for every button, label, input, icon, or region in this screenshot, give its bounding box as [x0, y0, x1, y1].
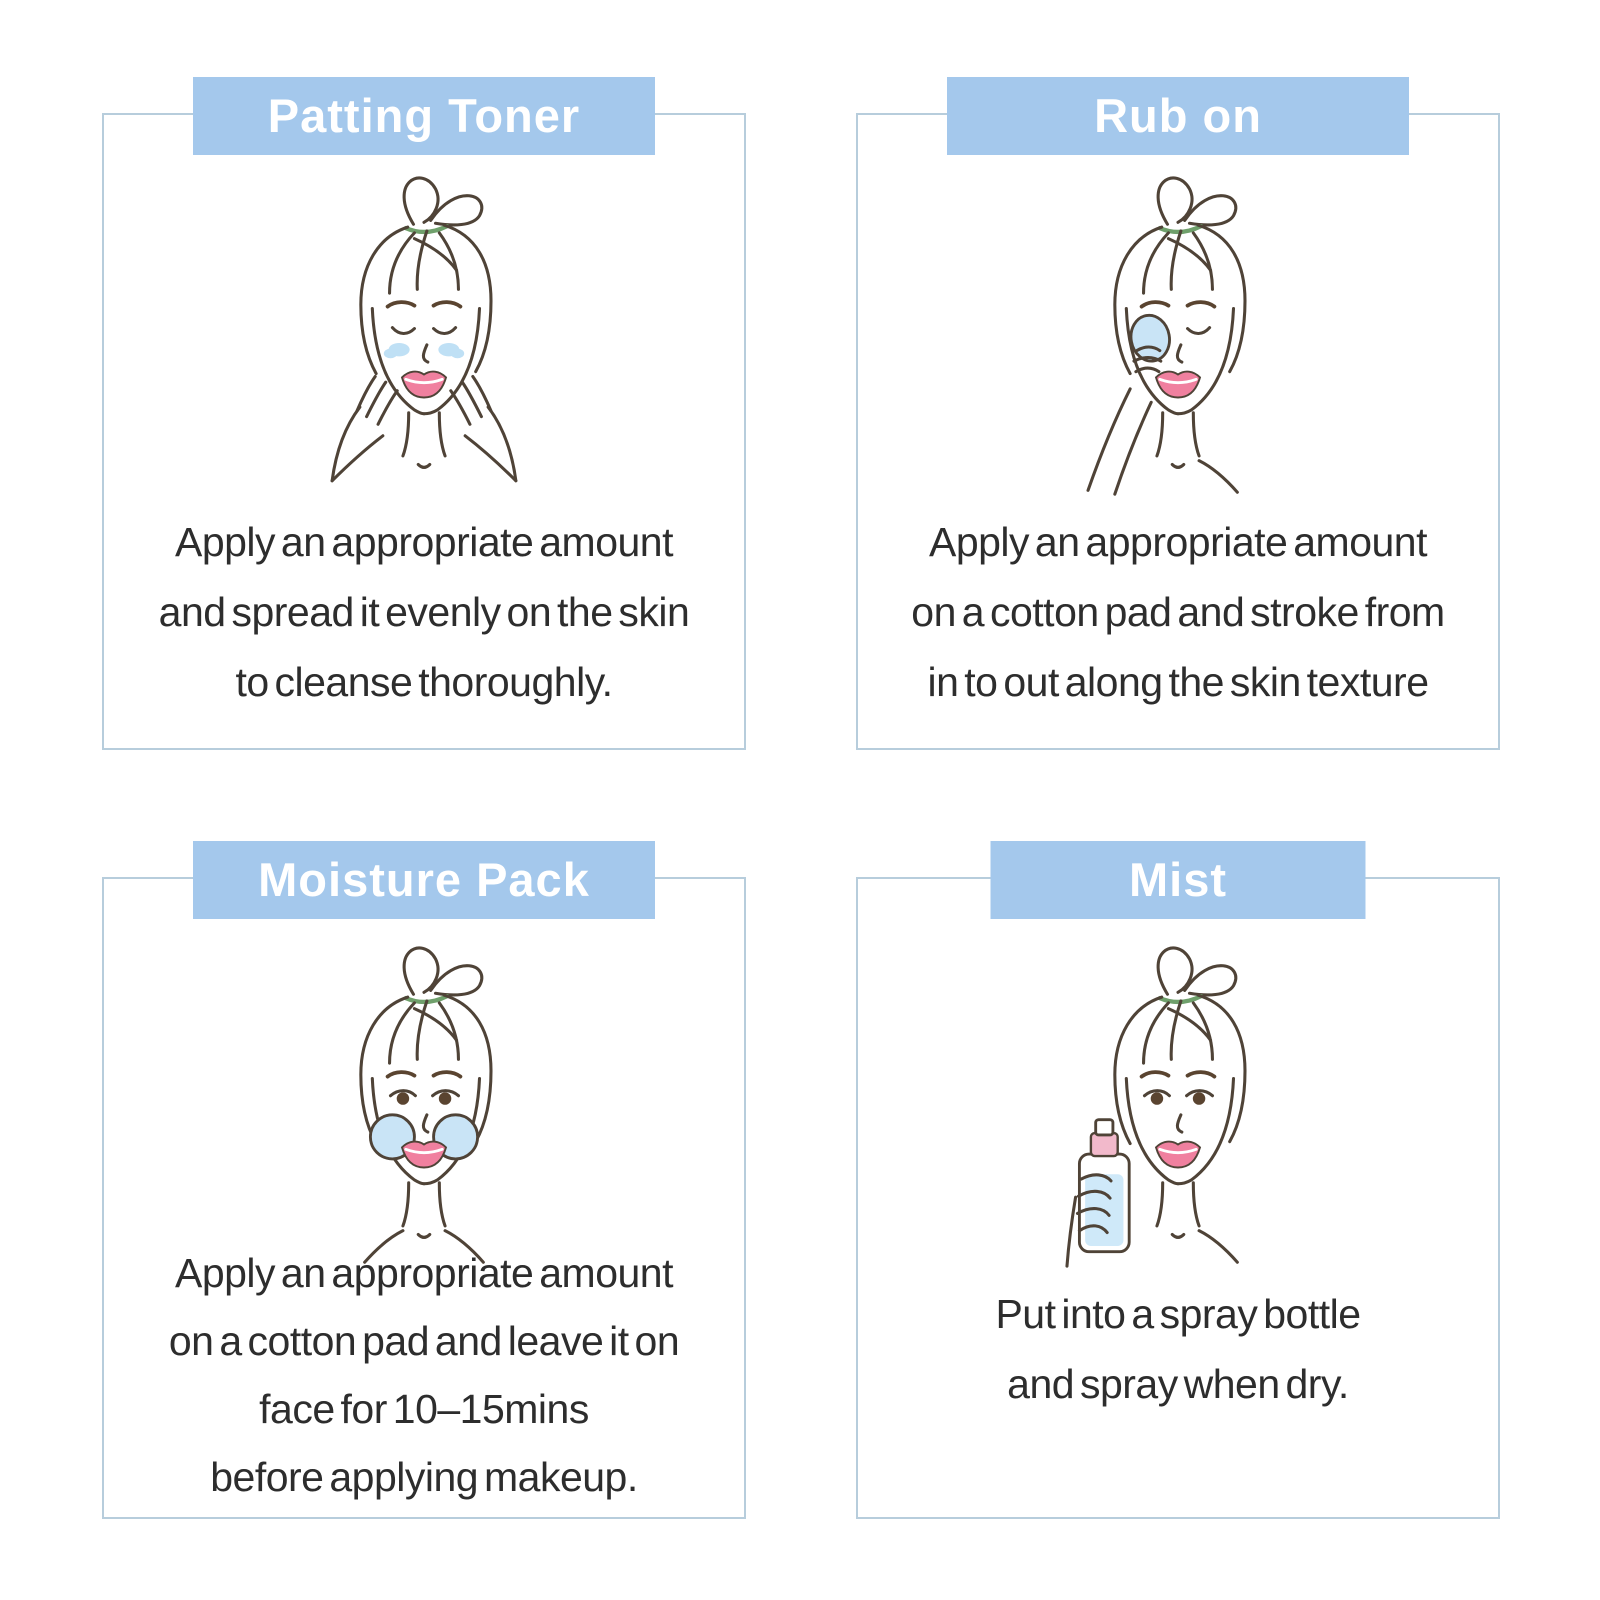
instruction-line: Apply an appropriate amount — [174, 519, 674, 565]
panel-moisture-pack-instructions: Apply an appropriate amount on a cotton … — [104, 1239, 744, 1511]
instruction-line: Put into a spray bottle — [995, 1291, 1361, 1337]
panel-mist-instructions: Put into a spray bottle and spray when d… — [858, 1279, 1498, 1419]
instruction-line: and spread it evenly on the skin — [158, 589, 690, 635]
instruction-line: face for 10–15mins — [259, 1386, 589, 1432]
instruction-line: on a cotton pad and leave it on — [168, 1318, 680, 1364]
patting-toner-illustration — [330, 176, 518, 483]
instruction-line: and spray when dry. — [1007, 1361, 1349, 1407]
panel-rub-on-header: Rub on — [947, 77, 1409, 155]
panel-patting-toner-header: Patting Toner — [193, 77, 655, 155]
rub-on-illustration — [1086, 176, 1247, 496]
instruction-line: in to out along the skin texture — [927, 659, 1429, 705]
panel-patting-toner-instructions: Apply an appropriate amount and spread i… — [104, 507, 744, 717]
panel-mist-header: Mist — [990, 841, 1366, 919]
instruction-line: to cleanse thoroughly. — [235, 659, 613, 705]
panel-moisture-pack: Moisture Pack — [102, 841, 746, 1519]
instruction-line: Apply an appropriate amount — [928, 519, 1428, 565]
panel-moisture-pack-header: Moisture Pack — [193, 841, 655, 919]
instruction-line: Apply an appropriate amount — [174, 1250, 674, 1296]
mist-illustration — [1065, 946, 1247, 1268]
instruction-line: on a cotton pad and stroke from — [911, 589, 1445, 635]
moisture-pack-illustration — [359, 946, 493, 1264]
panel-rub-on: Rub on — [856, 77, 1500, 750]
panel-rub-on-instructions: Apply an appropriate amount on a cotton … — [858, 507, 1498, 717]
panel-mist: Mist — [856, 841, 1500, 1519]
panel-patting-toner: Patting Toner — [102, 77, 746, 750]
instruction-line: before applying makeup. — [210, 1454, 638, 1500]
